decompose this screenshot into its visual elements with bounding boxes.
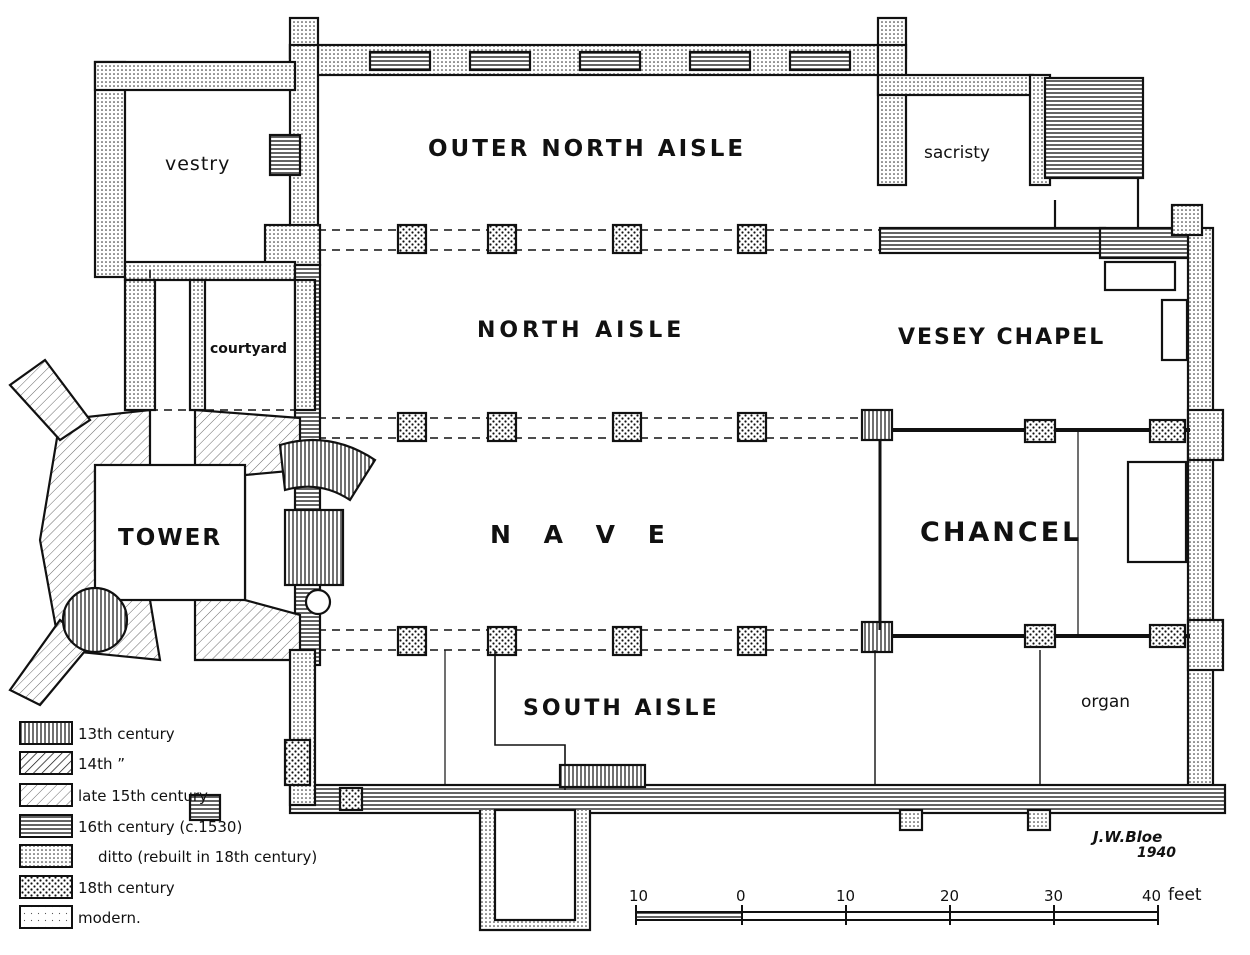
scale-tick-label: 10: [836, 887, 856, 905]
legend-swatches: [19, 721, 73, 929]
label-tower: TOWER: [118, 525, 223, 551]
legend-label-ditto: ditto (rebuilt in 18th century): [98, 848, 318, 866]
scale-tick-label: 40: [1142, 887, 1162, 905]
legend-label-modern: modern.: [78, 909, 141, 927]
label-vesey-chapel: VESEY CHAPEL: [898, 325, 1106, 350]
label-north-aisle: NORTH AISLE: [477, 318, 686, 343]
signature-year: 1940: [1137, 845, 1176, 861]
signature-name: J.W.Bloe: [1093, 828, 1163, 846]
chancel-walls: [878, 203, 1225, 790]
arcade-north: [149, 229, 880, 651]
legend-label-late-15th: late 15th century: [78, 787, 208, 805]
scale-unit: feet: [1168, 885, 1202, 905]
scale-tick-label: 0: [736, 887, 746, 905]
legend-label-16th: 16th century (c.1530): [78, 818, 243, 836]
label-south-aisle: SOUTH AISLE: [523, 696, 720, 721]
label-organ: organ: [1081, 692, 1131, 712]
label-chancel: CHANCEL: [920, 517, 1083, 548]
label-outer-north-aisle: OUTER NORTH AISLE: [428, 136, 747, 162]
scale-bar: [635, 905, 1159, 925]
south-wall: [188, 648, 1227, 932]
scale-tick-label: 10: [629, 887, 649, 905]
legend-label-18th: 18th century: [78, 879, 175, 897]
legend-label-13th: 13th century: [78, 725, 175, 743]
vestry-walls: [93, 43, 322, 282]
scale-tick-label: 20: [940, 887, 960, 905]
label-sacristy: sacristy: [924, 143, 990, 163]
courtyard-walls: [123, 278, 317, 412]
legend-label-14th: 14th ”: [78, 755, 126, 773]
scale-tick-label: 30: [1044, 887, 1064, 905]
label-courtyard: courtyard: [210, 341, 287, 357]
label-nave: N A V E: [490, 520, 677, 549]
sacristy-walls: [876, 43, 1145, 230]
outer-north-wall: [288, 16, 908, 77]
label-vestry: vestry: [165, 153, 231, 175]
pier-row-north: [396, 223, 894, 657]
